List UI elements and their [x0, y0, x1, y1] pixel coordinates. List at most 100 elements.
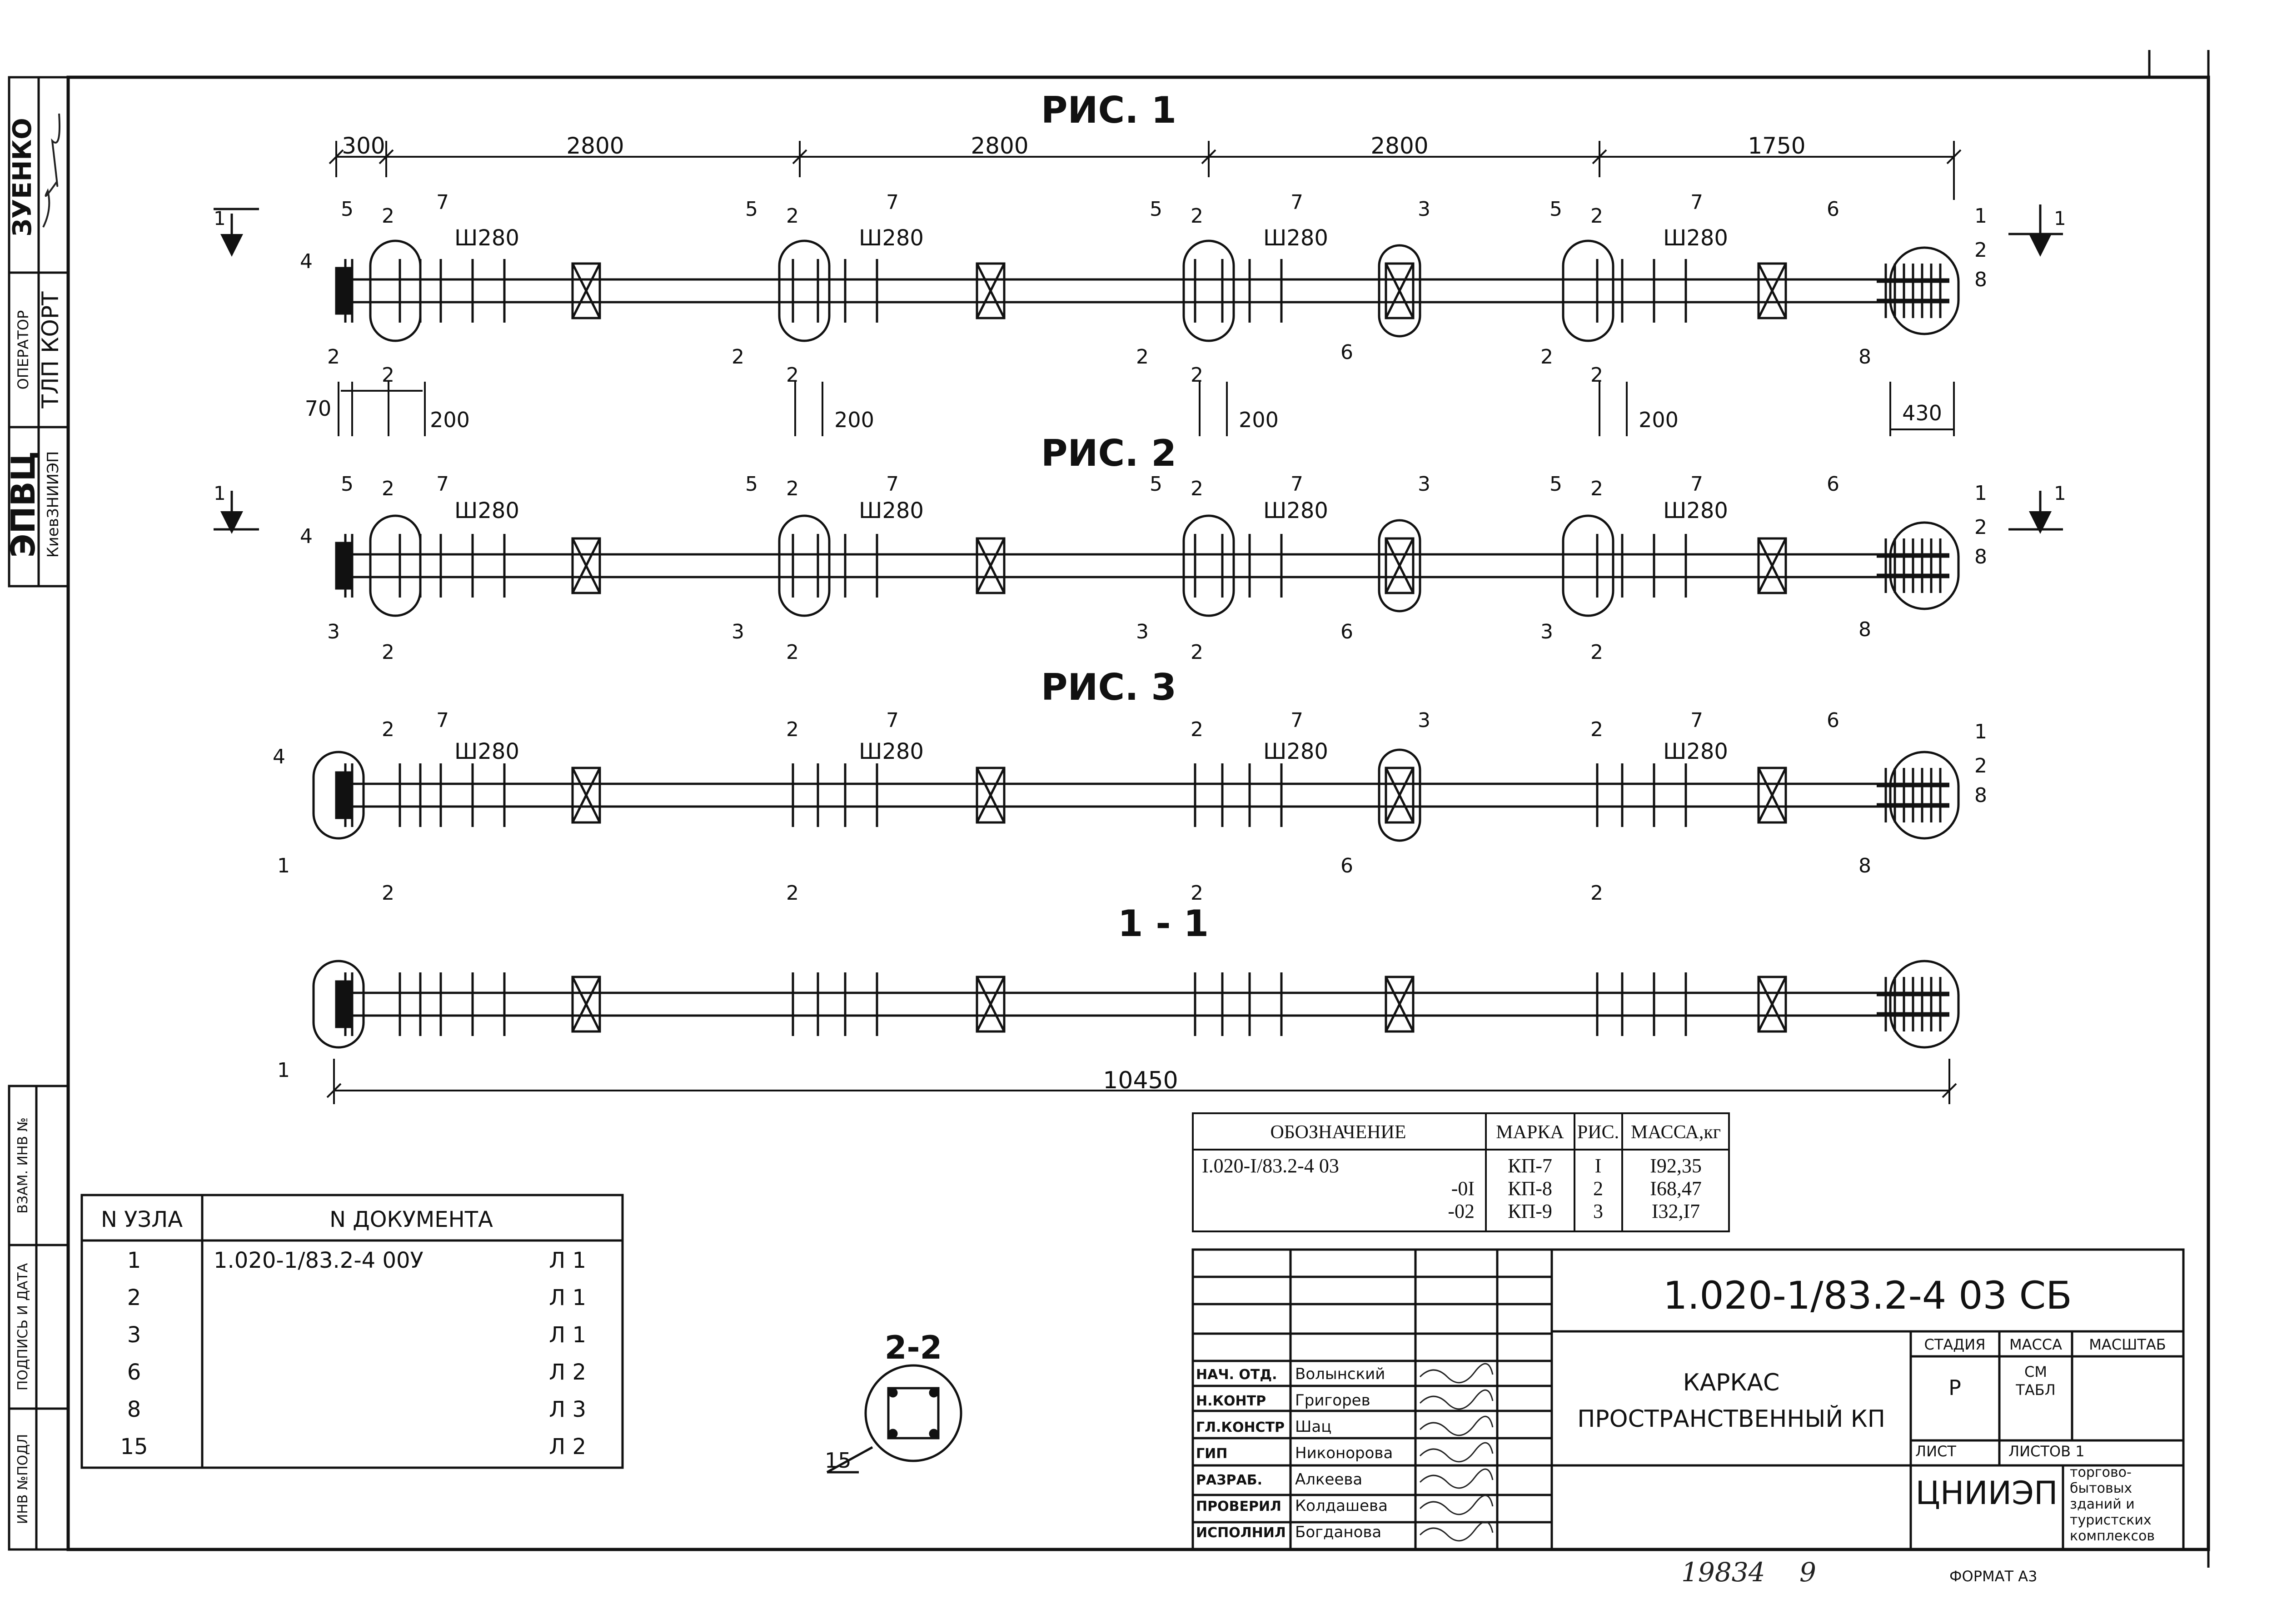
frame [312, 748, 1960, 842]
svg-text:7: 7 [886, 191, 899, 214]
section-2-2-detail [826, 1364, 962, 1474]
title-block-org: ЦНИИЭП [1915, 1475, 2058, 1512]
svg-text:1: 1 [1974, 482, 1987, 505]
svg-text:2: 2 [786, 364, 799, 387]
mass-table-cell-fig: 2 [1593, 1177, 1603, 1200]
svg-text:7: 7 [436, 473, 449, 496]
svg-text:4: 4 [273, 745, 285, 768]
title-block-sheet: ЛИСТ [1915, 1443, 1956, 1460]
svg-text:8: 8 [1858, 345, 1871, 369]
fig1-bottom-dims [338, 382, 1955, 436]
node-table-cell-node: 6 [127, 1360, 141, 1385]
node-table-cell-sheet: Л 2 [549, 1360, 586, 1385]
svg-text:2: 2 [732, 345, 744, 369]
title-block-code: 1.020-1/83.2-4 03 СБ [1663, 1273, 2072, 1318]
title-block-org-sub-2: зданий и [2070, 1496, 2135, 1512]
left-stamp-signature [42, 113, 60, 228]
role-title: НАЧ. ОТД. [1196, 1367, 1277, 1383]
node-table-cell-sheet: Л 2 [549, 1434, 586, 1460]
node-table [80, 1194, 624, 1469]
dim-2800-c: 2800 [1370, 133, 1428, 159]
svg-text:2: 2 [1590, 204, 1603, 228]
svg-text:3: 3 [732, 620, 744, 643]
role-title: ГИП [1196, 1446, 1227, 1462]
dim-2800-b: 2800 [971, 133, 1028, 159]
svg-text:2: 2 [1191, 364, 1203, 387]
role-name: Богданова [1295, 1523, 1381, 1541]
role-name: Шац [1295, 1418, 1331, 1436]
svg-text:7: 7 [1290, 191, 1303, 214]
mass-table-h-mark: МАРКА [1496, 1122, 1564, 1143]
footer-archive-no: 19834 [1681, 1557, 1765, 1588]
footer-sheet-no: 9 [1799, 1557, 1816, 1588]
mass-table-cell-designation: I.020-I/83.2-4 03 [1202, 1155, 1339, 1177]
svg-text:1: 1 [1974, 204, 1987, 228]
frame [335, 239, 1960, 342]
role-signature [1419, 1363, 1494, 1384]
node-table-cell-node: 2 [127, 1285, 141, 1310]
svg-text:2: 2 [786, 641, 799, 664]
role-title: ПРОВЕРИЛ [1196, 1499, 1281, 1514]
svg-text:5: 5 [745, 473, 758, 496]
svg-text:2: 2 [1191, 718, 1203, 741]
svg-text:Ш280: Ш280 [1663, 739, 1728, 764]
svg-text:2: 2 [382, 477, 394, 500]
svg-text:5: 5 [1150, 198, 1162, 221]
section-2-2-title: 2-2 [885, 1329, 942, 1366]
svg-text:2: 2 [1974, 516, 1987, 539]
svg-text:7: 7 [1690, 191, 1703, 214]
svg-text:6: 6 [1827, 473, 1839, 496]
svg-text:Ш280: Ш280 [1663, 498, 1728, 523]
node-table-cell-node: 1 [127, 1248, 141, 1273]
svg-text:2: 2 [1590, 364, 1603, 387]
title-block-org-sub-0: торгово- [2070, 1465, 2132, 1480]
dim-200-b: 200 [834, 408, 874, 432]
svg-text:2: 2 [327, 345, 340, 369]
node-table-cell-sheet: Л 1 [549, 1285, 586, 1310]
mass-table [1192, 1112, 1730, 1232]
title-block-stage: Р [1948, 1375, 1961, 1400]
svg-text:7: 7 [436, 709, 449, 732]
svg-text:5: 5 [745, 198, 758, 221]
title-block-name-2: ПРОСТРАНСТВЕННЫЙ КП [1577, 1405, 1885, 1433]
section-mark-1-left: 1 [214, 207, 226, 229]
role-name: Волынский [1295, 1365, 1385, 1383]
svg-text:2: 2 [382, 882, 394, 905]
fig3-title: РИС. 3 [1041, 666, 1176, 708]
node-table-header-doc: N ДОКУМЕНТА [329, 1207, 493, 1232]
section-mark-2-right: 1 [2054, 482, 2066, 504]
title-block-org-sub-3: туристских [2070, 1512, 2152, 1528]
svg-text:2: 2 [1974, 239, 1987, 262]
svg-text:2: 2 [1191, 882, 1203, 905]
svg-text:Ш280: Ш280 [1263, 225, 1328, 251]
dim-300: 300 [342, 133, 385, 159]
dim-430: 430 [1902, 401, 1942, 425]
title-block-scale-h: МАСШТАБ [2089, 1336, 2166, 1353]
svg-text:5: 5 [1550, 198, 1562, 221]
role-name: Алкеева [1295, 1470, 1362, 1489]
section-2-2-node: 15 [825, 1448, 852, 1473]
role-signature [1419, 1442, 1494, 1463]
role-name: Григорев [1295, 1391, 1370, 1410]
svg-text:2: 2 [1191, 477, 1203, 500]
svg-text:2: 2 [1540, 345, 1553, 369]
left-stamp-org: ЭПВЦ [4, 451, 42, 558]
role-signature [1419, 1389, 1494, 1410]
section-mark-1-right: 1 [2054, 207, 2066, 229]
svg-text:7: 7 [886, 709, 899, 732]
mass-table-cell-fig: 3 [1593, 1200, 1603, 1222]
title-block-mass-1: СМ [2024, 1363, 2047, 1380]
svg-text:2: 2 [1590, 641, 1603, 664]
fig1-dimension-chain [329, 141, 1962, 200]
left-column-replace: ВЗАМ. ИНВ № [15, 1117, 31, 1214]
svg-text:5: 5 [341, 473, 354, 496]
node-table-cell-sheet: Л 3 [549, 1397, 586, 1422]
svg-text:8: 8 [1858, 854, 1871, 877]
svg-text:2: 2 [1590, 477, 1603, 500]
svg-text:7: 7 [1290, 473, 1303, 496]
svg-text:2: 2 [382, 364, 394, 387]
